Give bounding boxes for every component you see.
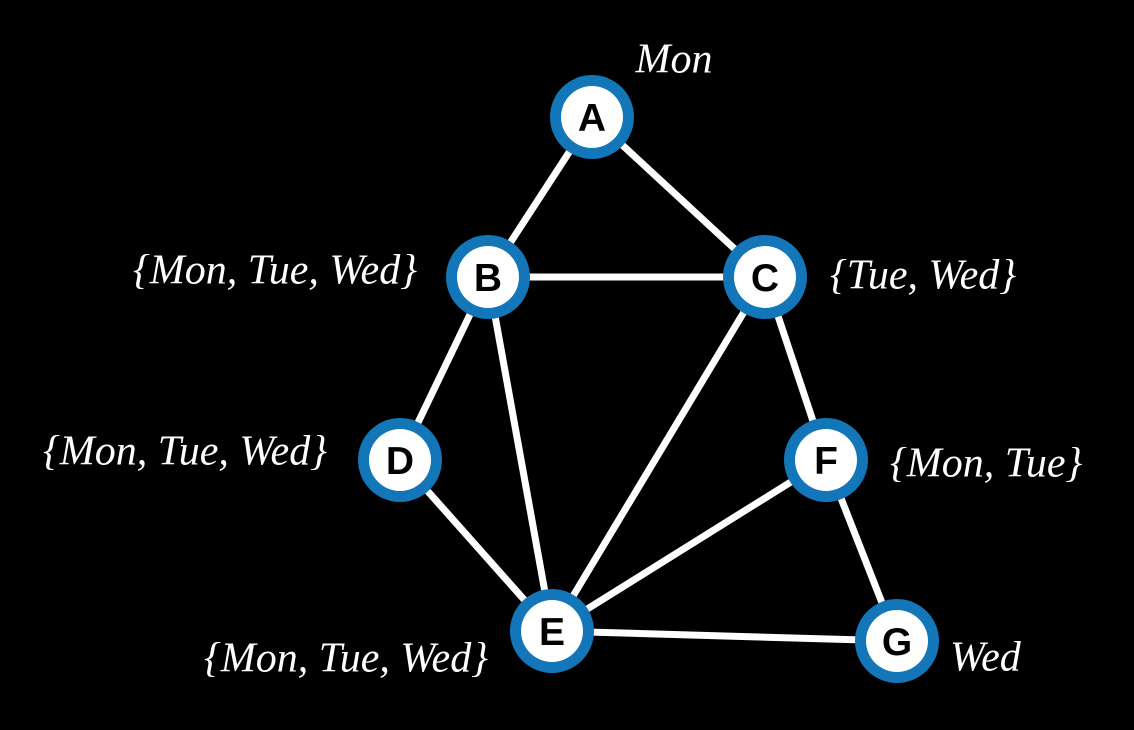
node-B: B [446,235,530,319]
nodes-layer: A B C D E F G [358,75,939,683]
node-letter-C: C [751,257,779,300]
node-letter-F: F [814,440,838,483]
edge-E-G [548,627,901,645]
node-F: F [784,418,868,502]
node-fill-E [521,600,583,662]
node-fill-A [561,86,623,148]
node-fill-D [369,429,431,491]
domain-label-E: {Mon, Tue, Wed} [204,635,488,681]
node-D: D [358,418,442,502]
domain-labels-layer: Mon {Mon, Tue, Wed} {Tue, Wed} {Mon, Tue, W… [43,36,1083,681]
edge-E-F [548,456,830,635]
edge-B-E [484,273,556,635]
node-letter-E: E [539,611,565,654]
node-fill-G [866,610,928,672]
domain-label-F: {Mon, Tue} [890,440,1082,486]
node-letter-B: B [474,257,502,300]
domain-label-C: {Tue, Wed} [830,252,1016,298]
domain-label-D: {Mon, Tue, Wed} [43,428,327,474]
domain-label-A: Mon [635,36,713,82]
node-fill-C [734,246,796,308]
node-letter-A: A [578,97,606,140]
node-A: A [550,75,634,159]
node-C: C [723,235,807,319]
edges-layer [396,113,901,645]
node-fill-B [457,246,519,308]
node-fill-F [795,429,857,491]
node-G: G [855,599,939,683]
edge-C-E [548,273,769,635]
domain-label-B: {Mon, Tue, Wed} [133,247,417,293]
node-letter-D: D [386,440,414,483]
node-E: E [510,589,594,673]
node-letter-G: G [882,621,912,664]
domain-label-G: Wed [950,634,1022,680]
